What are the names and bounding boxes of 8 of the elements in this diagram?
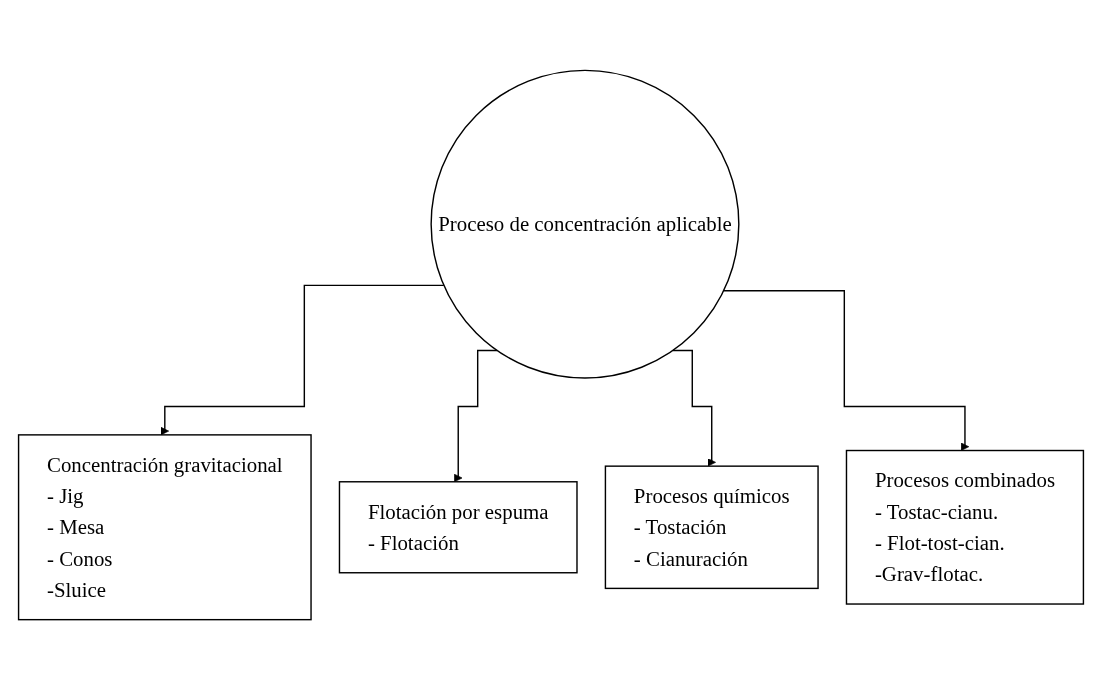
node-circle: Proceso de concentración aplicable	[429, 69, 740, 379]
node-box: Concentración gravitacional - Jig - Mesa - Conos -Sluice	[17, 433, 312, 620]
arrow	[722, 289, 969, 451]
arrow	[453, 349, 498, 482]
node-box: Flotación por espuma - Flotación	[338, 480, 578, 573]
node-box: Procesos combinados - Tostac-cianu. - Flot-tost-cian. -Grav-flotac.	[845, 449, 1084, 605]
node-box: Procesos químicos - Tostación - Cianuración	[604, 464, 819, 589]
arrow	[671, 349, 716, 467]
